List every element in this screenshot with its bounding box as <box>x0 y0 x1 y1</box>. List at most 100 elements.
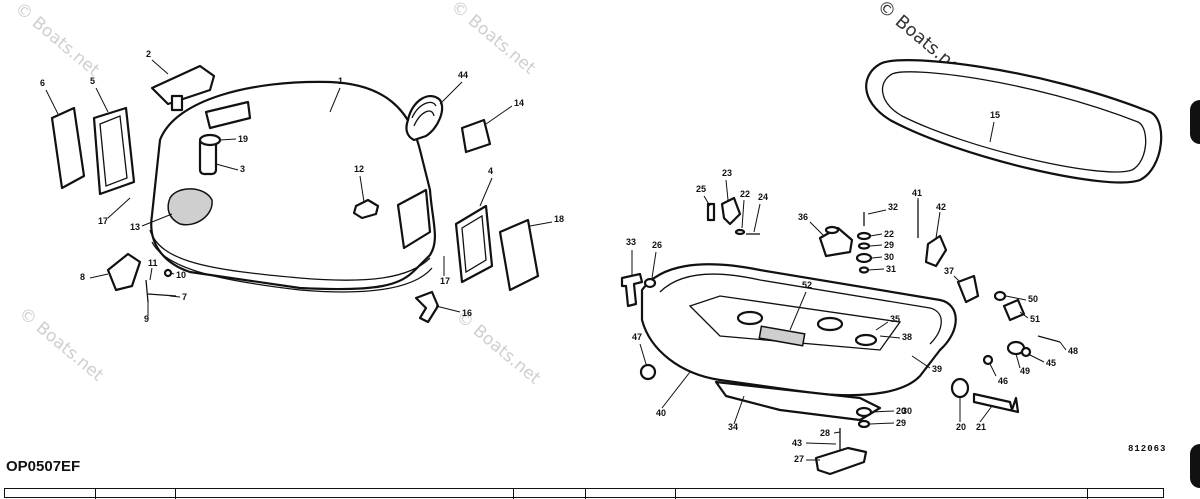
leader-line <box>869 233 883 237</box>
leader-line <box>1005 295 1027 301</box>
leader-line <box>170 272 175 275</box>
leader-line <box>149 267 153 281</box>
grille-5 <box>92 106 136 196</box>
seal-ring-drawing <box>865 59 1163 184</box>
callout-label: 18 <box>554 214 564 224</box>
leader-line <box>753 203 761 233</box>
callout-label: 52 <box>802 280 812 290</box>
callout-label: 32 <box>888 202 898 212</box>
callout-label: 51 <box>1030 314 1040 324</box>
leader-line <box>867 268 885 271</box>
callout-label: 33 <box>626 237 636 247</box>
callout-label: 37 <box>944 266 954 276</box>
callout-label: 29 <box>896 418 906 428</box>
washer-22 <box>734 228 746 236</box>
watermark: © Boats.net <box>447 0 540 79</box>
callout-label: 3 <box>240 164 245 174</box>
callout-label: 30 <box>902 406 912 416</box>
diagram-code: OP0507EF <box>6 458 81 475</box>
callout-label: 24 <box>758 192 768 202</box>
washer-32 <box>856 231 872 241</box>
leader-line <box>789 291 807 331</box>
callout-label: 13 <box>130 222 140 232</box>
leader-line <box>733 395 745 425</box>
reference-number: 812063 <box>1128 444 1167 454</box>
callout-label: 25 <box>696 184 706 194</box>
seal-ring-15-inner <box>882 71 1147 173</box>
callout-label: 8 <box>80 272 85 282</box>
plate-14 <box>460 118 492 154</box>
bracket-8 <box>106 252 142 292</box>
leader-line <box>703 195 711 207</box>
callout-label: 20 <box>956 422 966 432</box>
leader-line <box>879 335 901 339</box>
callout-label: 31 <box>886 264 896 274</box>
washer-29 <box>857 242 871 250</box>
pin-25 <box>706 202 716 222</box>
harness-40 <box>405 95 444 142</box>
watermark: © Boats.net <box>452 307 545 389</box>
pan-floor <box>688 295 902 351</box>
callout-label: 30 <box>884 252 894 262</box>
grille-5-inner <box>99 115 128 187</box>
callout-label: 11 <box>148 258 158 268</box>
bracket-16 <box>414 290 440 324</box>
leader-line <box>651 251 657 279</box>
bushing-20 <box>950 377 970 399</box>
leader-line <box>867 209 887 215</box>
table-column-divider <box>95 489 96 499</box>
callout-label: 12 <box>354 164 364 174</box>
callout-label: 23 <box>722 168 732 178</box>
leader-line <box>869 422 895 425</box>
callout-label: 17 <box>98 216 108 226</box>
leader-line <box>151 59 169 75</box>
leader-line <box>989 363 997 377</box>
lever-34 <box>620 272 644 308</box>
leader-line <box>871 256 883 259</box>
pan-port <box>854 333 878 347</box>
callout-label: 36 <box>798 212 808 222</box>
watermark: © Boats.net <box>15 304 108 386</box>
table-column-divider <box>585 489 586 499</box>
leader-line <box>359 175 365 203</box>
leader-line <box>661 371 691 409</box>
washer-10 <box>163 268 173 278</box>
leader-line <box>89 273 109 279</box>
edge-tab <box>1190 444 1200 488</box>
leader-line <box>1059 341 1067 351</box>
leader-line <box>215 163 239 171</box>
washer-30-lower <box>855 406 873 418</box>
bracket-27 <box>814 446 868 476</box>
leader-line <box>741 199 745 229</box>
pan-port <box>816 316 844 332</box>
plug-47 <box>639 363 657 381</box>
callout-label: 19 <box>238 134 248 144</box>
callout-label: 2 <box>146 49 151 59</box>
callout-label: 41 <box>912 188 922 198</box>
callout-label: 40 <box>656 408 666 418</box>
callout-label: 49 <box>1020 366 1030 376</box>
callout-label: 43 <box>792 438 802 448</box>
callout-label: 1 <box>338 76 343 86</box>
callout-label: 44 <box>458 70 468 80</box>
leader-line <box>953 275 961 283</box>
callout-label: 29 <box>884 240 894 250</box>
nut-50 <box>993 290 1007 302</box>
callout-label: 35 <box>890 314 900 324</box>
grommet-30 <box>855 252 873 264</box>
leader-line <box>875 321 889 331</box>
leader-line <box>485 105 513 125</box>
callouts-left: 1 2 3 4 5 6 7 8 9 10 11 12 13 14 16 17 1… <box>40 49 564 324</box>
leader-line <box>935 211 941 239</box>
cover-body-1 <box>150 80 436 291</box>
cover-rim-lower <box>151 241 433 293</box>
callout-label: 17 <box>440 276 450 286</box>
callout-label: 6 <box>40 78 45 88</box>
pan-inner-rim <box>659 273 942 345</box>
callout-label: 38 <box>902 332 912 342</box>
callout-label: 4 <box>488 166 493 176</box>
table-column-divider <box>513 489 514 499</box>
plug-12 <box>352 198 380 220</box>
leader-line <box>439 81 463 105</box>
